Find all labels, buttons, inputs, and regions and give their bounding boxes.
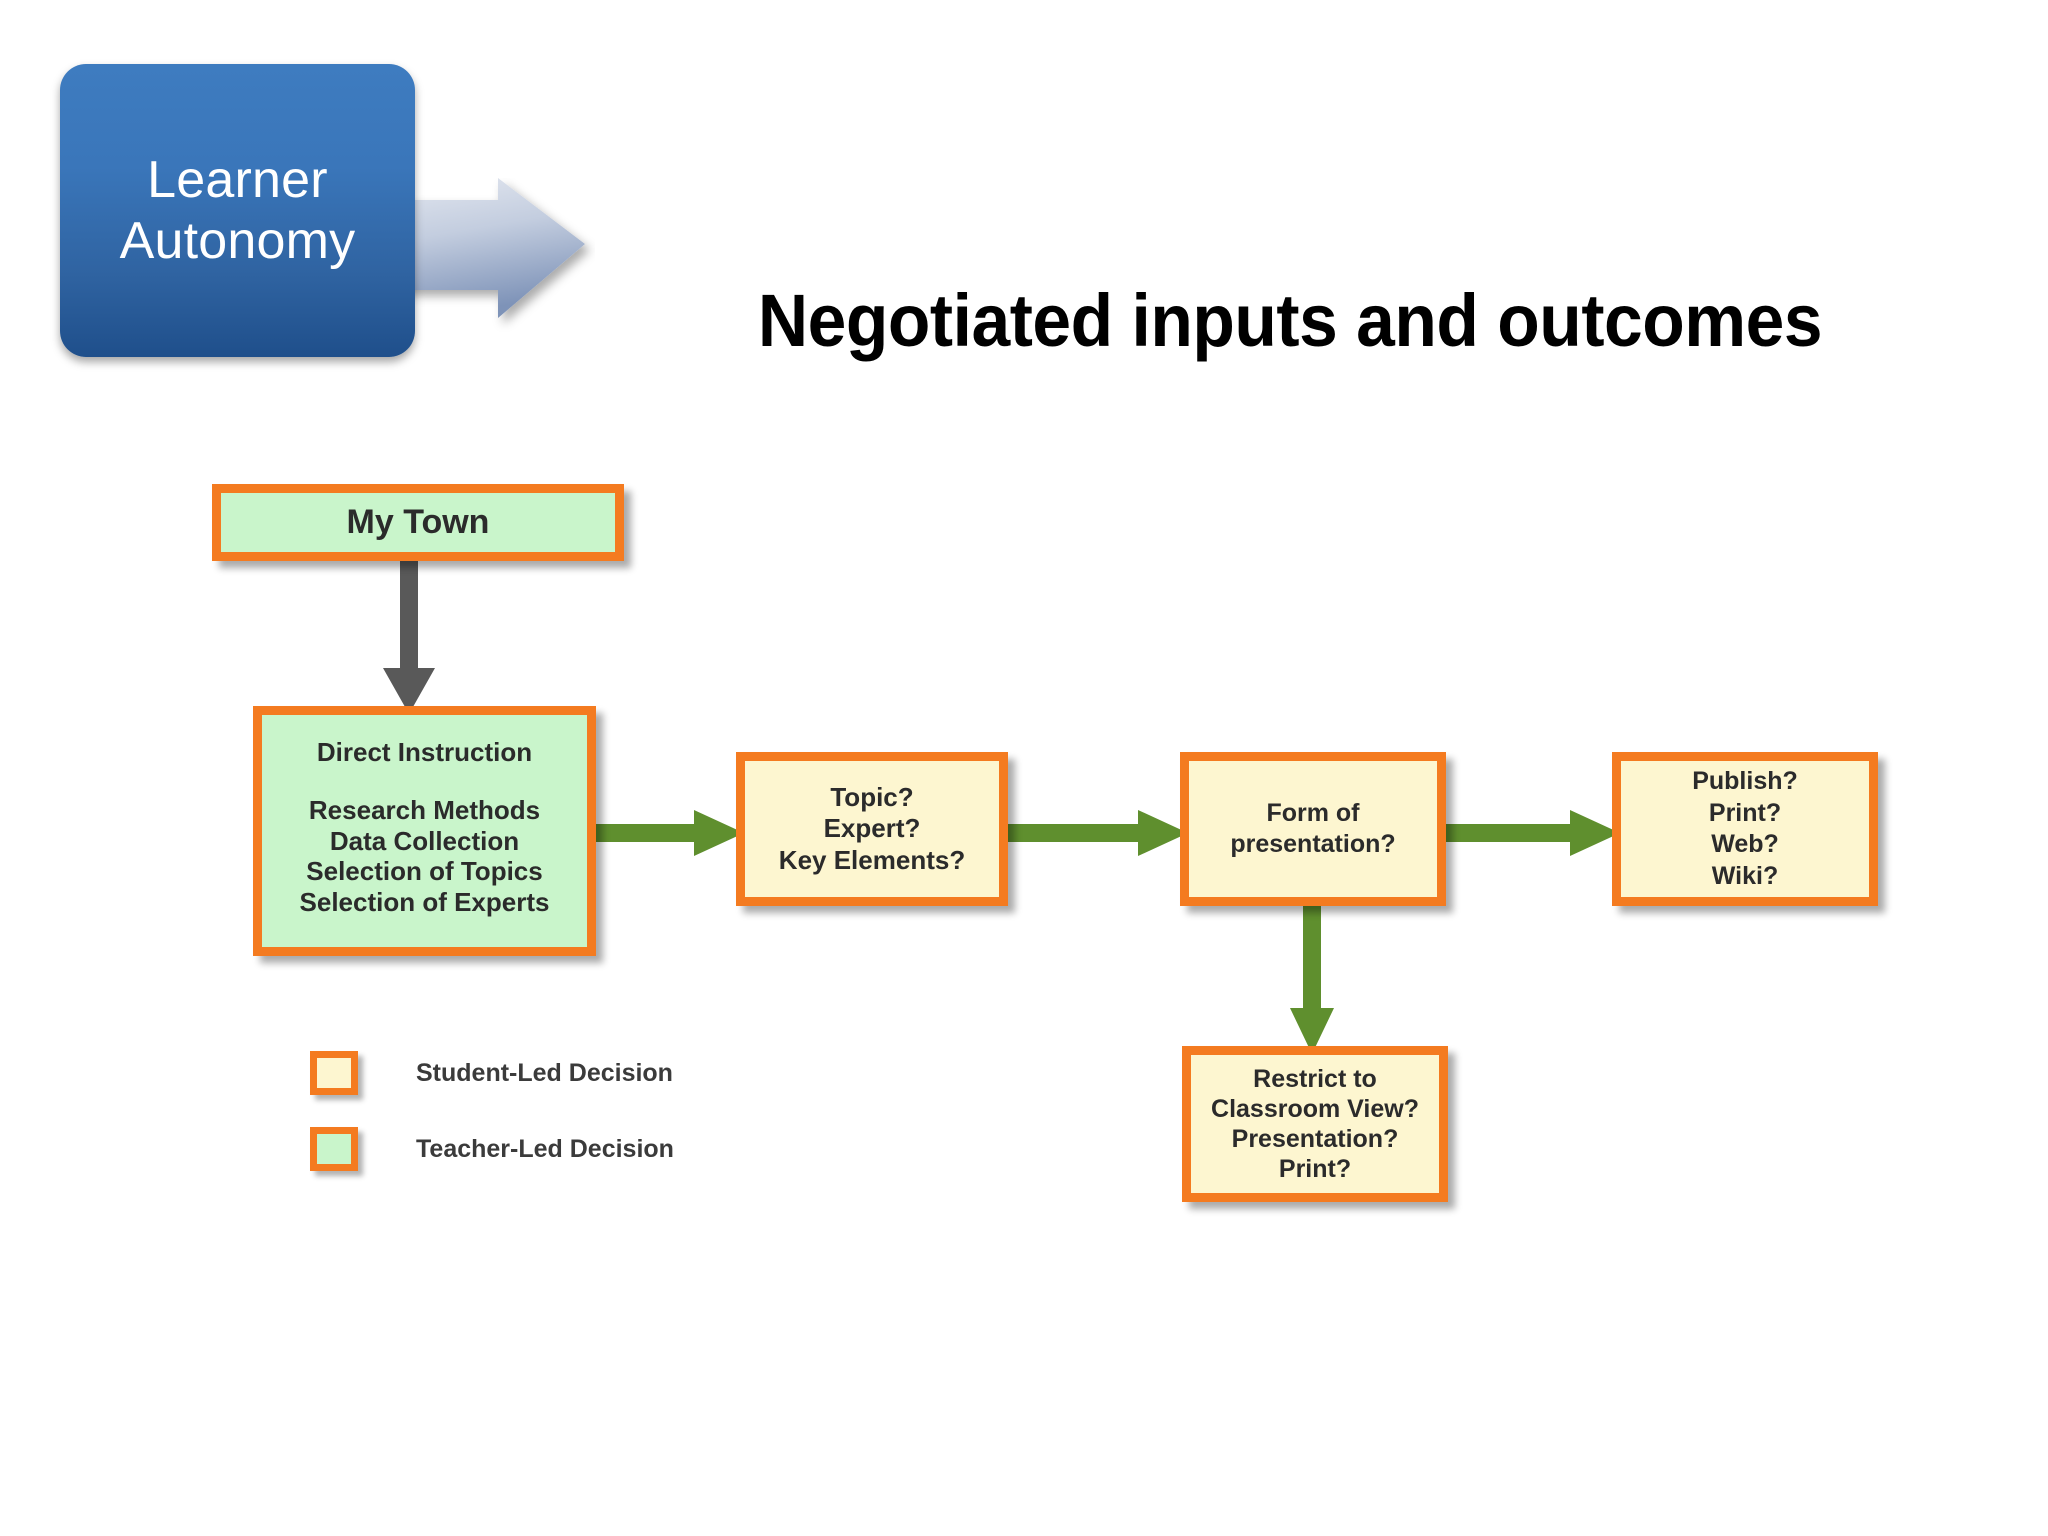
legend-label-teacher-led: Teacher-Led Decision [416,1134,674,1163]
learner-autonomy-badge: Learner Autonomy [60,64,415,357]
box-topic-line: Expert? [823,813,921,844]
box-form-line: Form of [1266,798,1360,827]
box-publish-line: Publish? [1692,767,1798,795]
box-restrict-to-classroom-view[interactable]: Restrict to Classroom View? Presentation… [1182,1046,1448,1202]
arrow-down-my-town-to-direct-instruction [383,556,435,714]
box-form-line: presentation? [1230,830,1396,858]
slide-title: Negotiated inputs and outcomes [757,279,1823,362]
arrow-right-direct-instruction-to-topic [590,810,744,856]
box-restrict-line: Classroom View? [1211,1095,1419,1123]
legend: Student-Led Decision Teacher-Led Decisio… [310,1044,674,1196]
box-publish-options[interactable]: Publish? Print? Web? Wiki? [1612,752,1878,906]
legend-item-teacher-led: Teacher-Led Decision [310,1120,674,1178]
arrow-right-form-to-publish [1438,810,1620,856]
box-my-town[interactable]: My Town [212,484,624,561]
box-topic-expert-key-elements[interactable]: Topic? Expert? Key Elements? [736,752,1008,906]
arrow-right-topic-to-form [1000,810,1188,856]
box-restrict-line: Restrict to [1253,1065,1377,1093]
box-form-of-presentation[interactable]: Form of presentation? [1180,752,1446,906]
direct-instruction-item: Selection of Experts [299,886,550,917]
box-topic-line: Key Elements? [778,844,966,875]
legend-swatch-teacher-led [310,1127,358,1171]
box-restrict-line: Print? [1278,1155,1352,1183]
box-publish-line: Wiki? [1711,861,1779,890]
box-restrict-line: Presentation? [1231,1125,1399,1153]
chevron-right-arrow-icon [380,178,585,318]
box-direct-instruction[interactable]: Direct Instruction Research Methods Data… [253,706,596,956]
legend-label-student-led: Student-Led Decision [416,1058,673,1087]
box-topic-line: Topic? [830,782,914,813]
box-my-town-label: My Town [346,503,490,541]
arrow-down-form-to-restrict [1290,898,1334,1054]
learner-autonomy-label: Learner Autonomy [119,151,356,270]
direct-instruction-heading: Direct Instruction [316,737,533,767]
direct-instruction-item: Selection of Topics [306,856,543,887]
legend-swatch-student-led [310,1051,358,1095]
box-publish-line: Web? [1711,830,1779,858]
legend-item-student-led: Student-Led Decision [310,1044,674,1102]
direct-instruction-item: Research Methods [308,795,541,826]
direct-instruction-item: Data Collection [329,825,520,856]
box-publish-line: Print? [1708,798,1782,827]
